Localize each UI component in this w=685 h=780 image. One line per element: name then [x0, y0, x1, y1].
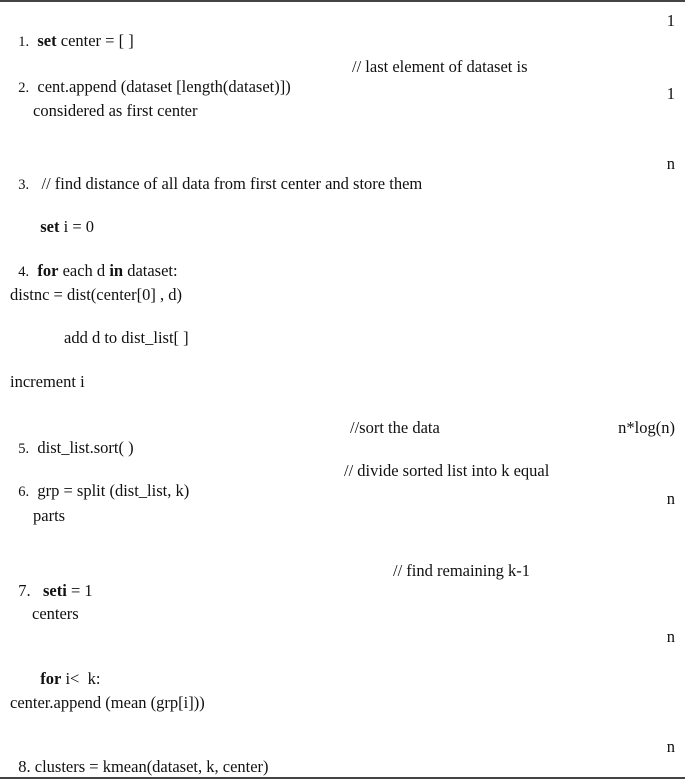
complexity-step-7: n [666, 627, 675, 646]
step-number: 8. [18, 757, 31, 776]
code-text: i< k: [61, 669, 101, 688]
complexity-step-5: n*log(n) [618, 418, 675, 437]
step-2: 2. cent.append (dataset [length(dataset)… [10, 57, 291, 98]
step-7: 7. seti = 1 [10, 561, 93, 601]
step-5-comment: //sort the data [350, 418, 440, 437]
step-2-comment: // last element of dataset is [352, 57, 528, 76]
step-6-comment: // divide sorted list into k equal [344, 461, 550, 480]
complexity-step-2: 1 [666, 84, 675, 103]
keyword: set [37, 31, 57, 50]
step-number: 7. [18, 581, 31, 600]
step-2-comment-cont: considered as first center [33, 101, 198, 120]
step-1: 1. set center = [ ] [10, 11, 134, 52]
step-6-comment-cont: parts [33, 506, 66, 525]
step-4-increment: increment i [10, 372, 85, 391]
keyword: seti [43, 581, 67, 600]
keyword-in: in [109, 261, 124, 280]
complexity-step-3: n [666, 154, 675, 173]
step-4-add: add d to dist_list[ ] [64, 328, 189, 347]
code-text: = 1 [66, 581, 93, 600]
step-number: 1. [18, 34, 30, 50]
step-4: 4. for each d in dataset: [10, 241, 178, 282]
step-7-for: for i< k: [32, 649, 100, 689]
code-text: dataset: [123, 261, 178, 280]
complexity-step-1: 1 [666, 11, 675, 30]
step-6: 6. grp = split (dist_list, k) [10, 461, 189, 502]
step-number: 5. [18, 441, 30, 457]
code-text: clusters = kmean(dataset, k, center) [34, 757, 269, 776]
code-text: cent.append (dataset [length(dataset)]) [37, 77, 291, 96]
keyword: set [40, 217, 60, 236]
table-bottom-rule [0, 777, 685, 779]
step-3-set: set i = 0 [32, 197, 94, 237]
code-text: center = [ ] [56, 31, 134, 50]
complexity-step-8: n [666, 737, 675, 756]
table-top-rule [0, 0, 685, 2]
step-number: 4. [18, 264, 30, 280]
code-text: each d [58, 261, 110, 280]
step-8: 8. clusters = kmean(dataset, k, center) [10, 737, 269, 777]
step-4-distnc: distnc = dist(center[0] , d) [10, 285, 182, 304]
step-7-comment-cont: centers [32, 604, 79, 623]
step-3: 3. // find distance of all data from fir… [10, 154, 422, 195]
code-text: dist_list.sort( ) [37, 438, 134, 457]
step-number: 2. [18, 80, 30, 96]
step-7-comment: // find remaining k-1 [393, 561, 531, 580]
step-7-append: center.append (mean (grp[i])) [10, 693, 205, 712]
complexity-step-6: n [666, 489, 675, 508]
code-text: grp = split (dist_list, k) [37, 481, 190, 500]
code-text: i = 0 [59, 217, 95, 236]
step-5: 5. dist_list.sort( ) [10, 418, 134, 459]
keyword-for: for [37, 261, 59, 280]
comment-text: // find distance of all data from first … [41, 174, 423, 193]
step-number: 3. [18, 177, 30, 193]
keyword-for: for [40, 669, 62, 688]
step-number: 6. [18, 484, 30, 500]
